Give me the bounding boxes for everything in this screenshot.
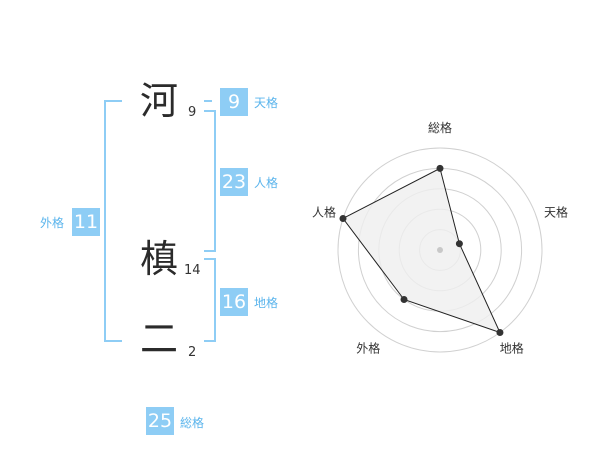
jinkaku-label: 人格: [254, 176, 279, 190]
stroke-count-2: 14: [184, 263, 201, 278]
radar-axis-label: 外格: [356, 341, 380, 356]
soukaku-label: 総格: [180, 416, 205, 430]
radar-axis-label: 地格: [500, 341, 524, 356]
radar-point-4: [339, 214, 347, 222]
radar-center-point: [437, 247, 443, 253]
tenkaku-connector: [204, 100, 212, 102]
gaikaku-value: 11: [72, 208, 100, 236]
soukaku-value: 25: [146, 407, 174, 435]
radar-data-area: [342, 167, 501, 334]
name-char-3: 二: [140, 317, 179, 361]
chikaku-bracket: [204, 258, 216, 342]
tenkaku-label: 天格: [254, 96, 279, 110]
radar-grid-ring: [337, 147, 543, 353]
tenkaku-value: 9: [220, 88, 248, 116]
radar-axis-label: 人格: [312, 204, 336, 219]
radar-point-0: [436, 164, 444, 172]
stroke-count-1: 9: [188, 105, 197, 120]
name-char-1: 河: [140, 79, 179, 123]
radar-axis-label: 総格: [428, 120, 452, 135]
radar-point-2: [496, 329, 504, 337]
stroke-count-3: 2: [188, 345, 197, 360]
radar-axis-label: 天格: [544, 204, 568, 219]
jinkaku-bracket: [204, 110, 216, 252]
jinkaku-value: 23: [220, 168, 248, 196]
radar-point-1: [455, 240, 463, 248]
chikaku-label: 地格: [254, 296, 279, 310]
gaikaku-label: 外格: [40, 216, 65, 230]
name-char-2: 槙: [140, 237, 179, 281]
radar-point-3: [400, 296, 408, 304]
chikaku-value: 16: [220, 288, 248, 316]
gaikaku-bracket: [104, 100, 122, 342]
